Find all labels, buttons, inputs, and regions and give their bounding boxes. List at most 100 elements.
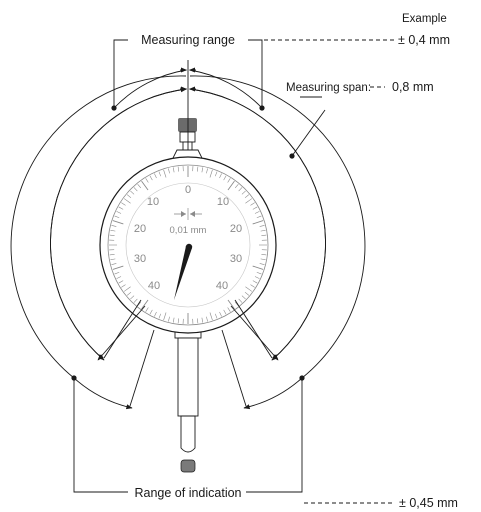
- dial-tick: [110, 258, 116, 261]
- dial-tick: [238, 298, 243, 303]
- dial-tick: [201, 317, 204, 323]
- gauge-plunger: [180, 415, 196, 453]
- dial-tick: [214, 313, 218, 319]
- dial-tick: [123, 286, 131, 292]
- dial-tick: [252, 280, 258, 284]
- dial-number-left-30: 30: [134, 253, 146, 265]
- dial-tick: [168, 168, 170, 174]
- dial-tick: [163, 312, 167, 321]
- dial-tick: [137, 183, 142, 189]
- dial-tick: [145, 178, 149, 183]
- dial-number-right-10: 10: [217, 196, 229, 208]
- dial-tick: [227, 178, 231, 183]
- dial-tick: [259, 263, 265, 265]
- measuring-span-label: Measuring span:: [286, 82, 371, 94]
- dial-tick: [133, 298, 138, 303]
- indication-inner-arrows: [97, 299, 279, 407]
- dial-tick: [141, 299, 149, 310]
- dial-tick: [238, 187, 243, 192]
- dial-number-left-20: 20: [134, 223, 146, 235]
- dial-tick: [121, 284, 126, 288]
- dial-tick: [177, 318, 180, 324]
- dial-tick: [227, 307, 231, 312]
- dial-tick: [241, 190, 246, 195]
- dial-tick: [227, 180, 235, 191]
- dial-tick: [130, 190, 135, 195]
- dial-tick: [206, 316, 208, 322]
- dial-tick: [177, 166, 180, 172]
- dial-tick: [261, 234, 267, 237]
- dial-tick: [158, 313, 162, 319]
- range-of-indication-label: Range of indication: [134, 486, 241, 500]
- dial-gauge: 0 10 20 30 40 10 20 30 40 0,01 mm: [99, 118, 277, 473]
- dial-tick: [196, 166, 199, 172]
- gauge-contact-point: [180, 459, 196, 473]
- dial-number-right-40: 40: [216, 280, 228, 292]
- dial-tick: [252, 220, 264, 225]
- dial-tick: [145, 307, 149, 312]
- dial-tick: [114, 215, 120, 219]
- dial-tick: [254, 211, 260, 214]
- dial-tick: [172, 167, 175, 173]
- dial-tick: [252, 265, 264, 270]
- dial-tick: [141, 180, 149, 191]
- dial-tick: [118, 206, 124, 210]
- example-range-value: ± 0,4 mm: [398, 33, 450, 47]
- dial-tick: [114, 271, 120, 275]
- dial-tick: [112, 220, 124, 225]
- dial-tick: [116, 211, 122, 214]
- dial-tick: [149, 175, 153, 181]
- dial-number-right-30: 30: [230, 253, 242, 265]
- example-span-value: 0,8 mm: [392, 80, 434, 94]
- dial-tick: [256, 215, 262, 219]
- dial-tick: [260, 229, 266, 232]
- example-title: Example: [402, 13, 447, 25]
- gauge-top-neck: [179, 131, 196, 143]
- dial-tick: [123, 198, 131, 204]
- gauge-top-cap: [178, 118, 197, 132]
- dial-tick: [259, 225, 265, 227]
- range-of-indication-bracket: [73, 378, 303, 493]
- dial-number-left-40: 40: [148, 280, 160, 292]
- dial-tick: [219, 311, 222, 317]
- dial-tick: [163, 169, 167, 178]
- dial-tick: [196, 318, 199, 324]
- resolution-marker: [174, 208, 202, 220]
- dial-tick: [250, 284, 255, 288]
- dial-tick: [252, 206, 258, 210]
- gauge-pointer: [174, 243, 193, 300]
- dial-tick: [158, 171, 162, 177]
- dial-tick: [126, 291, 132, 296]
- dial-tick: [223, 175, 227, 181]
- dial-tick: [214, 171, 218, 177]
- dial-tick: [209, 169, 213, 178]
- dial-tick: [154, 173, 157, 179]
- dial-tick: [116, 276, 122, 279]
- dial-tick: [227, 299, 235, 310]
- dial-tick: [260, 258, 266, 261]
- dial-tick: [149, 309, 153, 315]
- dial-tick: [154, 311, 157, 317]
- dial-tick: [109, 234, 115, 237]
- dial-tick: [172, 317, 175, 323]
- dial-tick: [201, 167, 204, 173]
- dial-tick: [245, 198, 253, 204]
- dial-tick: [121, 202, 126, 206]
- dial-tick: [245, 286, 253, 292]
- measuring-span-pointer: [291, 109, 326, 157]
- dial-tick: [111, 225, 117, 227]
- dial-resolution-label: 0,01 mm: [170, 225, 207, 236]
- dial-number-right-20: 20: [230, 223, 242, 235]
- dial-tick: [223, 309, 227, 315]
- dial-tick: [261, 253, 267, 256]
- dial-number-left-10: 10: [147, 196, 159, 208]
- dial-number-top: 0: [185, 184, 191, 196]
- dial-tick: [234, 183, 239, 189]
- dial-tick: [206, 168, 208, 174]
- dial-tick: [256, 271, 262, 275]
- dial-tick: [126, 194, 132, 199]
- dial-tick: [209, 312, 213, 321]
- dial-tick: [112, 265, 124, 270]
- dial-tick: [254, 276, 260, 279]
